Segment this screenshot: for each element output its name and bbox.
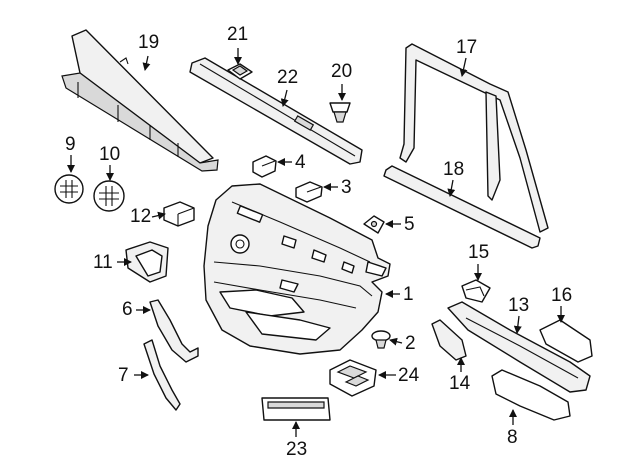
part-18-belt-molding xyxy=(383,165,541,249)
callout-1: 1 xyxy=(403,284,414,305)
callout-17: 17 xyxy=(456,37,478,58)
part-24-switch-panel xyxy=(329,359,377,397)
leader-lines xyxy=(67,48,565,437)
part-17-window-frame xyxy=(399,43,549,233)
callout-15: 15 xyxy=(468,242,490,263)
callout-16: 16 xyxy=(551,285,573,306)
callout-12: 12 xyxy=(130,206,152,227)
callout-24: 24 xyxy=(398,365,420,386)
callout-9: 9 xyxy=(65,134,76,155)
callout-6: 6 xyxy=(122,299,133,320)
callout-2: 2 xyxy=(405,333,416,354)
callout-3: 3 xyxy=(341,177,352,198)
part-6-pull-handle xyxy=(149,299,199,363)
callout-19: 19 xyxy=(138,32,160,53)
part-7-handle-trim xyxy=(143,339,181,411)
part-20-push-clip xyxy=(329,102,351,123)
callout-22: 22 xyxy=(277,67,299,88)
part-23-storage-bin xyxy=(261,397,331,421)
callout-4: 4 xyxy=(295,152,306,173)
part-11-bracket xyxy=(125,241,169,283)
part-13-armrest-trim xyxy=(447,301,591,393)
callout-18: 18 xyxy=(443,159,465,180)
part-14-trim-piece xyxy=(431,319,467,361)
part-4-clip xyxy=(252,155,277,178)
callout-11: 11 xyxy=(93,252,113,273)
part-8-armrest-pad xyxy=(491,369,571,421)
callout-13: 13 xyxy=(508,295,530,316)
callout-8: 8 xyxy=(507,427,518,448)
part-10-speaker-grille xyxy=(93,180,125,212)
callout-23: 23 xyxy=(286,439,308,460)
callout-7: 7 xyxy=(118,365,129,386)
callout-20: 20 xyxy=(331,61,353,82)
callout-10: 10 xyxy=(99,144,121,165)
part-19-sunblind xyxy=(61,29,219,172)
part-21-clip xyxy=(227,63,253,80)
part-5-clip xyxy=(363,215,385,234)
part-22-seal-strip xyxy=(189,57,363,165)
part-2-push-pin xyxy=(371,330,391,349)
part-12-switch xyxy=(163,201,195,227)
callout-5: 5 xyxy=(404,214,415,235)
callout-14: 14 xyxy=(449,373,471,394)
part-3-clip xyxy=(295,181,323,203)
part-9-speaker-grille xyxy=(54,174,84,204)
callout-21: 21 xyxy=(227,24,249,45)
part-15-cap xyxy=(461,279,491,303)
part-1-door-panel xyxy=(203,183,391,355)
